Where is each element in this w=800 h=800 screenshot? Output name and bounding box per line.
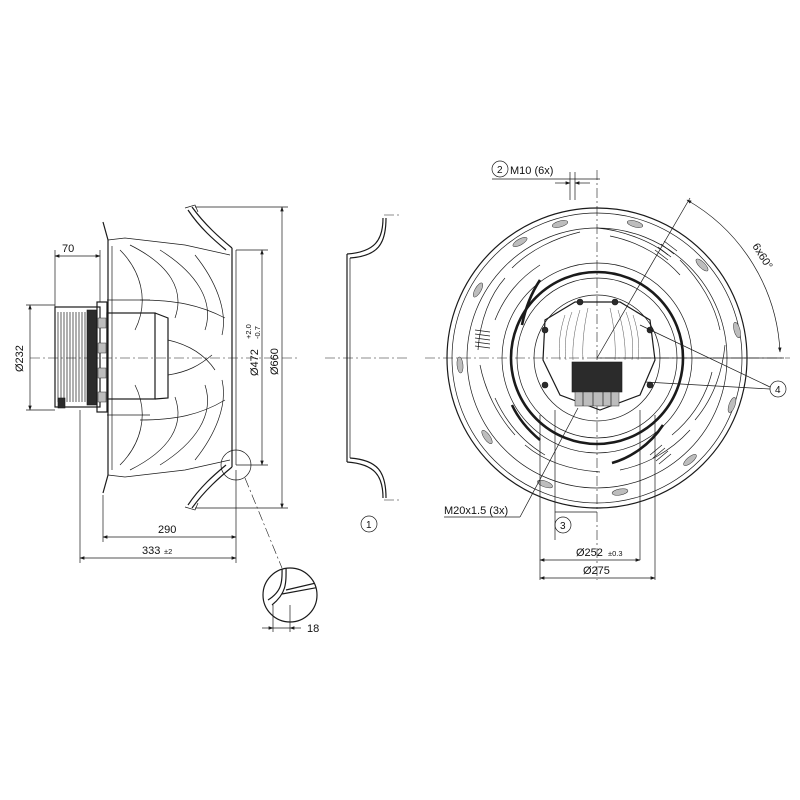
- callout-4: 4: [639, 324, 787, 398]
- callout-1-circle: [360, 515, 378, 533]
- callout-3-label: 3: [560, 521, 566, 532]
- dim-333-tol: ±2: [164, 547, 172, 556]
- inlet-ring-view: 1: [325, 214, 410, 533]
- front-view: 2 M10 (6x) 6x60° 4 M20x1.5 (3x): [425, 160, 790, 580]
- dim-660: Ø660: [195, 206, 288, 509]
- dim-70: 70: [54, 243, 101, 307]
- m20-callout: M20x1.5 (3x): [444, 407, 579, 518]
- dim-472: Ø472 +2.0 -0.7: [236, 249, 268, 466]
- callout-1-label: 1: [366, 520, 372, 531]
- detail-view: 18: [262, 567, 319, 635]
- dim-252-label: Ø252: [576, 547, 603, 559]
- bottom-dims: 3 Ø252 ±0.3 Ø275: [539, 410, 656, 580]
- callout-4-label: 4: [775, 385, 781, 396]
- callout-2-label: 2: [497, 165, 503, 176]
- detail-marker: [220, 449, 283, 569]
- dim-333-label: 333: [142, 545, 160, 557]
- dim-660-label: Ø660: [269, 348, 281, 375]
- dim-275-label: Ø275: [583, 565, 610, 577]
- impeller-shroud: [184, 204, 237, 511]
- terminal-box: [541, 298, 656, 411]
- detail-dim-18-label: 18: [307, 623, 319, 635]
- side-view: 70 Ø232 Ø472 +2.0 -0.7 Ø660: [14, 204, 319, 635]
- m10-callout: 2 M10 (6x): [491, 160, 600, 200]
- dim-232: Ø232: [14, 304, 55, 411]
- dim-333: 333 ±2: [79, 410, 237, 563]
- dim-290-label: 290: [158, 524, 176, 536]
- m20-label: M20x1.5 (3x): [444, 505, 508, 517]
- dim-70-label: 70: [62, 243, 74, 255]
- motor-body: [54, 299, 169, 416]
- dim-252-tol: ±0.3: [608, 549, 623, 558]
- ribs: [474, 240, 678, 465]
- m10-label: M10 (6x): [510, 165, 553, 177]
- dim-472-tol-lower: -0.7: [253, 326, 262, 339]
- dim-472-tol-upper: +2.0: [244, 324, 253, 339]
- dim-472-label: Ø472: [249, 349, 261, 376]
- dim-232-label: Ø232: [14, 345, 26, 372]
- dim-290: 290: [102, 470, 237, 563]
- angle-label: 6x60°: [749, 241, 774, 271]
- impeller-blades: [119, 244, 226, 471]
- impeller-backplate: [102, 221, 231, 494]
